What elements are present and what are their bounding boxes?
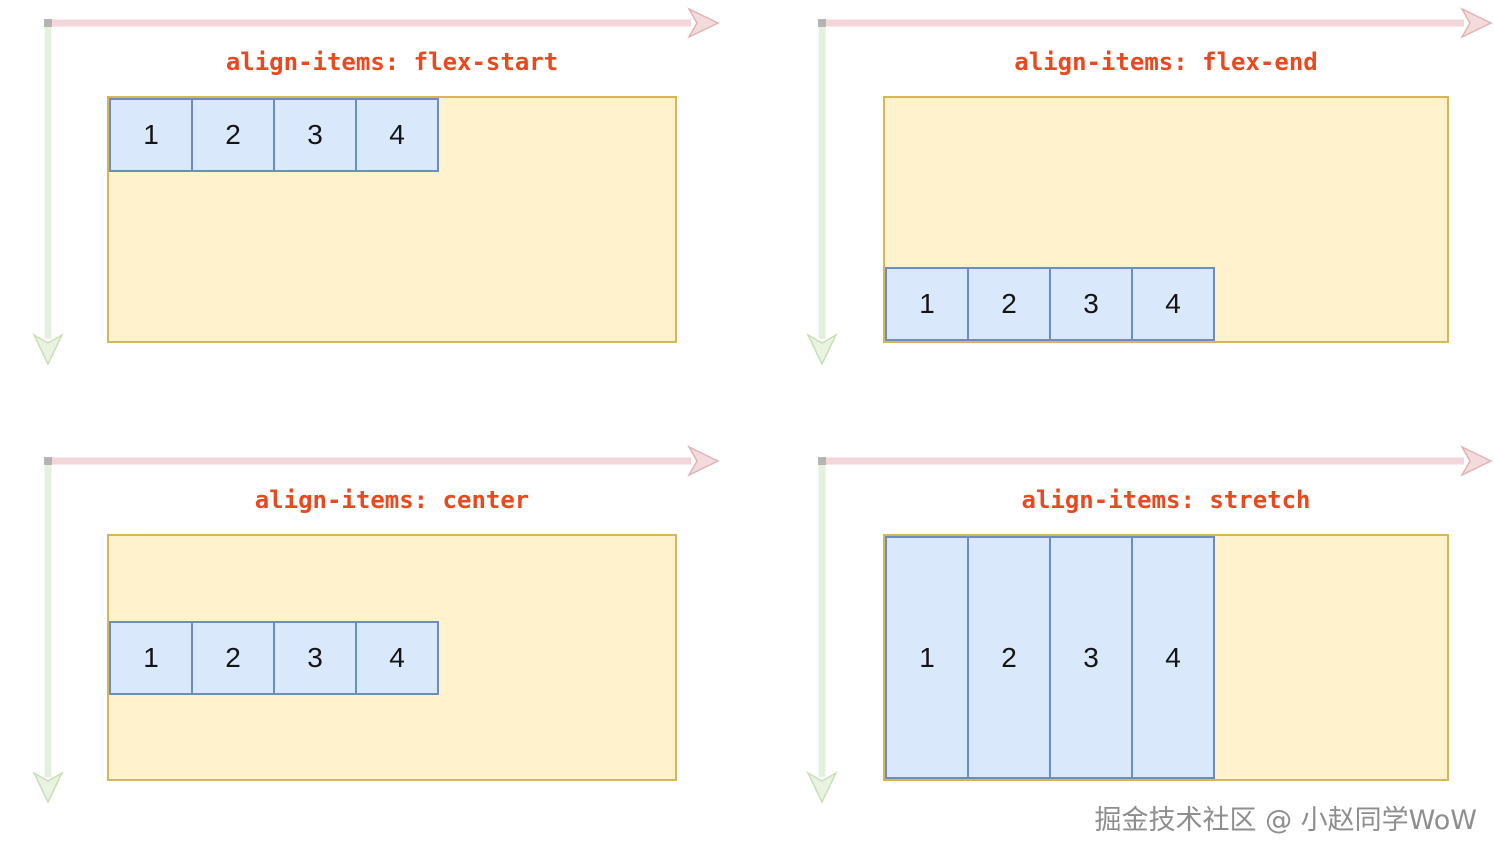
cross-axis-arrowhead-icon [806, 771, 838, 804]
watermark: 掘金技术社区 @ 小赵同学WoW [1094, 805, 1478, 836]
main-axis-arrowhead-icon [1460, 445, 1493, 477]
flex-container: 1 2 3 4 [107, 96, 677, 343]
flex-item: 1 [885, 267, 969, 341]
panel-align-items-center: align-items: center 1 2 3 4 [0, 438, 747, 854]
panel-title: align-items: stretch [1021, 486, 1311, 514]
flex-item: 1 [885, 536, 969, 779]
flex-item: 4 [355, 98, 439, 172]
cross-axis-arrowhead-icon [806, 333, 838, 366]
panel-align-items-flex-start: align-items: flex-start 1 2 3 4 [0, 0, 747, 416]
flex-item: 3 [1049, 267, 1133, 341]
flex-item: 2 [967, 536, 1051, 779]
flex-item: 2 [191, 620, 275, 695]
flex-item: 3 [1049, 536, 1133, 779]
panel-title: align-items: flex-start [225, 48, 559, 76]
main-axis-arrowhead-icon [687, 445, 720, 477]
axes-origin-marker [44, 457, 52, 465]
axes-origin-marker [818, 19, 826, 27]
flex-item: 3 [273, 620, 357, 695]
axes-origin-marker [44, 19, 52, 27]
panel-align-items-stretch: align-items: stretch 1 2 3 4 [747, 438, 1494, 854]
flex-item: 3 [273, 98, 357, 172]
cross-axis-arrowhead-icon [32, 771, 64, 804]
axes-origin-marker [818, 457, 826, 465]
flex-container: 1 2 3 4 [107, 534, 677, 781]
panel-align-items-flex-end: align-items: flex-end 1 2 3 4 [747, 0, 1494, 416]
flex-item: 4 [1131, 536, 1215, 779]
flex-item: 1 [109, 620, 193, 695]
cross-axis-arrowhead-icon [32, 333, 64, 366]
flex-item: 4 [355, 620, 439, 695]
flex-item: 2 [967, 267, 1051, 341]
panel-title: align-items: center [254, 486, 530, 514]
flex-item: 2 [191, 98, 275, 172]
flex-container: 1 2 3 4 [883, 534, 1449, 781]
flex-item: 1 [109, 98, 193, 172]
main-axis-arrowhead-icon [687, 7, 720, 39]
main-axis-arrowhead-icon [1460, 7, 1493, 39]
flex-item: 4 [1131, 267, 1215, 341]
flex-container: 1 2 3 4 [883, 96, 1449, 343]
panel-title: align-items: flex-end [1014, 48, 1318, 76]
